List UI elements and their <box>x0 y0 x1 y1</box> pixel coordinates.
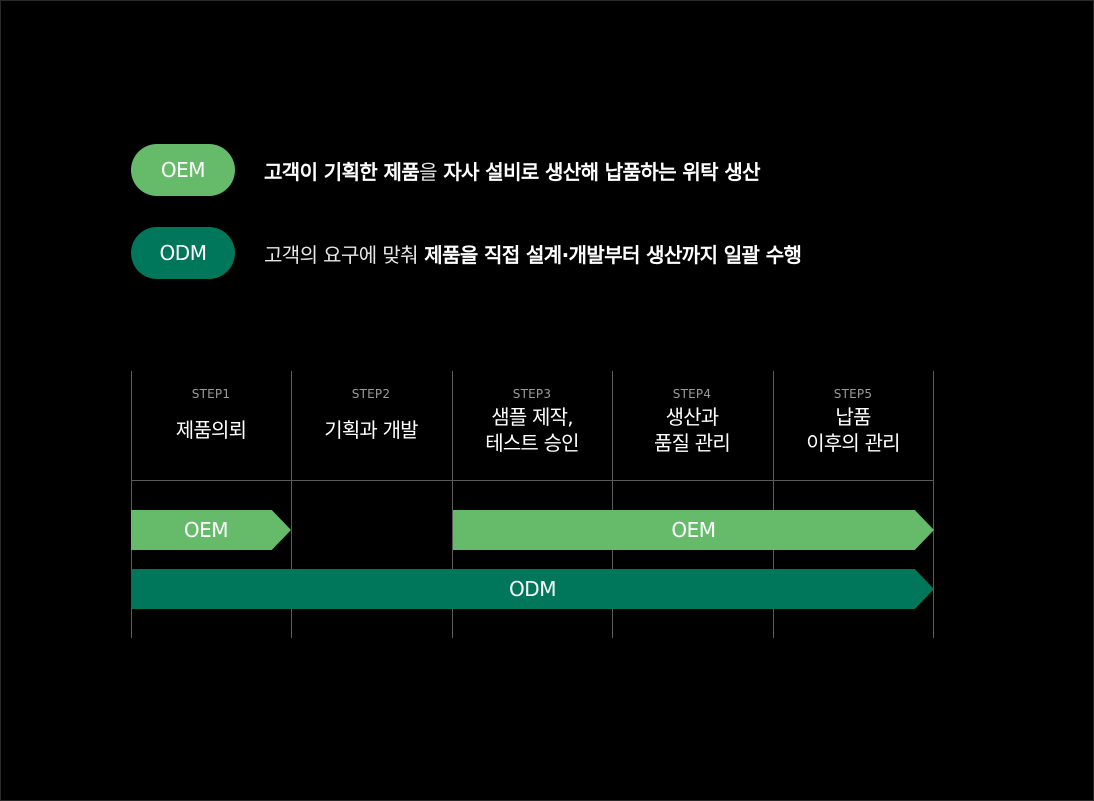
step-title: 기획과 개발 <box>324 418 418 442</box>
step-1: STEP1 제품의뢰 <box>131 386 291 443</box>
oem-desc-bold-1: 고객이 기획한 제품 <box>264 159 420 184</box>
odm-description: 고객의 요구에 맞춰 제품을 직접 설계·개발부터 생산까지 일괄 수행 <box>264 239 802 268</box>
step-title-line-2: 품질 관리 <box>654 431 731 455</box>
column-divider <box>291 371 292 638</box>
oem-desc-bold-2: 자사 설비로 생산해 납품하는 위탁 생산 <box>436 159 760 184</box>
column-divider <box>933 371 934 638</box>
step-number: STEP4 <box>672 387 712 401</box>
column-divider <box>773 371 774 638</box>
legend-oem: OEM 고객이 기획한 제품을 자사 설비로 생산해 납품하는 위탁 생산 <box>131 144 761 196</box>
step-number: STEP3 <box>512 387 552 401</box>
step-number: STEP5 <box>833 387 873 401</box>
oem-description: 고객이 기획한 제품을 자사 설비로 생산해 납품하는 위탁 생산 <box>264 156 761 185</box>
step-title-line-1: 샘플 제작, <box>491 405 573 429</box>
odm-desc-light: 고객의 요구에 맞춰 <box>264 242 419 267</box>
step-title: 제품의뢰 <box>175 418 247 442</box>
column-divider <box>131 371 132 638</box>
step-number: STEP1 <box>191 387 231 401</box>
step-title-line-2: 테스트 승인 <box>485 431 579 455</box>
step-number: STEP2 <box>351 387 391 401</box>
column-divider <box>612 371 613 638</box>
oem-desc-light: 을 <box>419 159 437 184</box>
legend-odm: ODM 고객의 요구에 맞춰 제품을 직접 설계·개발부터 생산까지 일괄 수행 <box>131 227 802 279</box>
oem-arrow-step3-5: OEM <box>453 510 934 550</box>
odm-badge: ODM <box>131 227 235 279</box>
odm-desc-bold: 제품을 직접 설계·개발부터 생산까지 일괄 수행 <box>417 242 802 267</box>
oem-badge: OEM <box>131 144 235 196</box>
header-divider <box>131 480 934 481</box>
step-2: STEP2 기획과 개발 <box>291 386 451 443</box>
step-title-line-2: 이후의 관리 <box>806 431 900 455</box>
step-4: STEP4 생산과 품질 관리 <box>612 386 772 456</box>
column-divider <box>452 371 453 638</box>
odm-arrow-step1-5: ODM <box>131 569 934 609</box>
step-title-line-1: 납품 <box>835 405 871 429</box>
oem-arrow-step1: OEM <box>131 510 291 550</box>
step-3: STEP3 샘플 제작, 테스트 승인 <box>452 386 612 456</box>
step-5: STEP5 납품 이후의 관리 <box>773 386 933 456</box>
step-title-line-1: 생산과 <box>665 405 720 429</box>
